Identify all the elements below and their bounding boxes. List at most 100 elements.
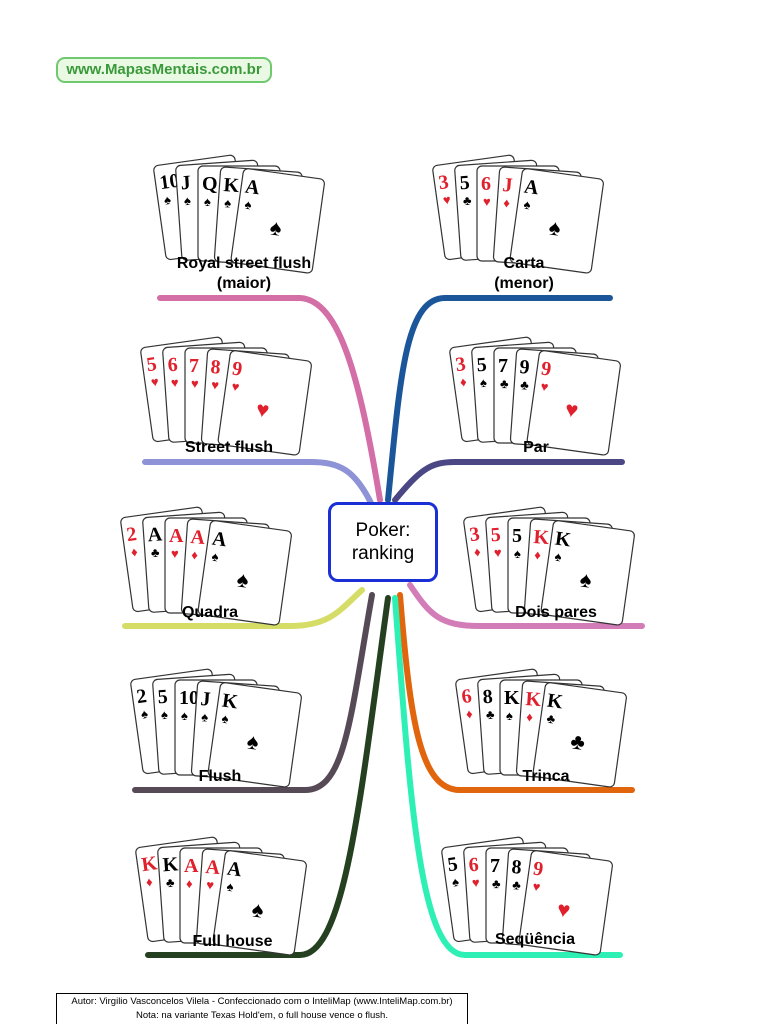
card-center-suit-icon: ♣: [569, 728, 587, 755]
card-suit-icon: ♦: [145, 874, 154, 890]
card-hands: 10♠J♠Q♠K♠A♠♠5♥6♥7♥8♥9♥♥2♦A♣A♥A♦A♠♠2♠5♠10…: [120, 154, 635, 956]
card-center-suit-icon: ♠: [578, 566, 593, 592]
label-flush[interactable]: Flush: [160, 767, 280, 787]
card-suit-icon: ♥: [150, 374, 160, 390]
card-rank: K: [525, 688, 542, 711]
label-par-line1: Par: [523, 439, 549, 456]
branch-line-sequencia: [392, 595, 623, 958]
card-rank: 8: [210, 356, 222, 379]
card-rank: A: [190, 526, 206, 549]
branch-line-quadra: [122, 587, 365, 629]
card-rank: K: [533, 526, 550, 549]
card-suit-icon: ♥: [211, 377, 220, 393]
card-face: [212, 850, 307, 956]
card-hand-carta: 3♥5♣6♥J♦A♠♠: [432, 154, 604, 274]
card-suit-icon: ♦: [186, 876, 193, 891]
card-rank: 3: [437, 171, 450, 194]
card-suit-icon: ♥: [206, 877, 215, 893]
card-rank: 8: [511, 856, 523, 879]
card-rank: 5: [490, 524, 502, 547]
card-center-suit-icon: ♥: [556, 896, 572, 923]
label-trinca-line1: Trinca: [522, 768, 570, 785]
card-rank: 9: [540, 358, 553, 381]
card-suit-icon: ♠: [221, 711, 230, 727]
label-royal-street-flush[interactable]: Royal street flush (maior): [154, 254, 334, 294]
card-hand-trinca: 6♦8♣K♠K♦K♣♣: [455, 668, 627, 788]
card-rank: A: [244, 176, 262, 200]
card-suit-icon: ♥: [231, 379, 241, 395]
card-face: [518, 850, 613, 956]
card-rank: 6: [460, 685, 473, 708]
label-quadra-line1: Quadra: [181, 604, 238, 621]
card-rank: 9: [519, 356, 531, 379]
branch-line-carta: [385, 295, 613, 503]
card-suit-icon: ♠: [201, 709, 209, 724]
label-par[interactable]: Par: [476, 438, 596, 458]
central-topic[interactable]: Poker: ranking: [328, 502, 438, 582]
label-street-flush[interactable]: Street flush: [154, 438, 304, 458]
label-dois-pares[interactable]: Dois pares: [486, 603, 626, 623]
card-rank: 5: [459, 172, 471, 195]
label-trinca[interactable]: Trinca: [486, 767, 606, 787]
card-suit-icon: ♣: [492, 876, 501, 891]
card-hand-par: 3♦5♠7♣9♣9♥♥: [449, 336, 621, 456]
card-rank: 10: [158, 170, 181, 195]
card-suit-icon: ♣: [485, 707, 495, 723]
card-suit-icon: ♠: [514, 546, 521, 561]
card-suit-icon: ♣: [546, 711, 557, 727]
card-hand-sequencia: 5♠6♥7♣8♣9♥♥: [441, 836, 613, 956]
label-quadra[interactable]: Quadra: [150, 603, 270, 623]
label-carta[interactable]: Carta (menor): [464, 254, 584, 294]
card-suit-icon: ♠: [479, 375, 487, 390]
card-rank: 6: [468, 854, 480, 877]
label-sequencia[interactable]: Seqüência: [470, 930, 600, 950]
card-suit-icon: ♥: [171, 546, 179, 561]
card-suit-icon: ♠: [163, 192, 172, 208]
label-royal-line1: Royal street flush: [176, 255, 312, 272]
card-rank: A: [226, 858, 244, 882]
card-hand-royal: 10♠J♠Q♠K♠A♠♠: [153, 154, 325, 274]
card-face: [230, 168, 325, 274]
branch-lines: [122, 295, 645, 958]
card-face: [540, 520, 635, 626]
card-suit-icon: ♦: [130, 544, 139, 560]
branch-line-street: [142, 459, 375, 508]
card-face: [197, 520, 292, 626]
card-rank: A: [169, 525, 184, 547]
playing-card: A♠♠: [509, 168, 604, 274]
card-center-suit-icon: ♠: [250, 896, 265, 922]
card-rank: 5: [446, 853, 459, 876]
card-suit-icon: ♣: [462, 193, 472, 209]
website-link[interactable]: www.MapasMentais.com.br: [56, 57, 272, 83]
card-rank: A: [205, 856, 221, 879]
card-rank: 7: [490, 855, 500, 877]
card-hand-quadra: 2♦A♣A♥A♦A♠♠: [120, 506, 292, 626]
card-suit-icon: ♦: [503, 195, 511, 210]
branch-line-doispares: [407, 582, 645, 629]
card-rank: K: [223, 174, 240, 197]
card-rank: 6: [481, 173, 491, 195]
card-center-suit-icon: ♠: [235, 566, 250, 592]
card-suit-icon: ♣: [512, 877, 522, 893]
card-rank: 5: [157, 686, 169, 709]
label-fullhouse-line1: Full house: [192, 933, 273, 950]
footer-author: Autor: Virgilio Vasconcelos Vilela - Con…: [71, 996, 453, 1007]
label-carta-line1: Carta: [503, 255, 545, 272]
card-rank: K: [504, 687, 520, 709]
card-face: [526, 350, 621, 456]
card-suit-icon: ♦: [459, 374, 468, 390]
card-center-suit-icon: ♠: [268, 214, 283, 240]
card-suit-icon: ♠: [506, 708, 513, 723]
label-full-house[interactable]: Full house: [160, 932, 305, 952]
label-street-line1: Street flush: [184, 439, 273, 456]
card-rank: J: [502, 174, 514, 197]
card-rank: 5: [145, 353, 158, 376]
card-rank: 5: [512, 525, 522, 547]
card-rank: A: [147, 523, 163, 546]
card-suit-icon: ♠: [140, 706, 149, 722]
card-face: [532, 682, 627, 788]
playing-card: K♣♣: [532, 682, 627, 788]
card-suit-icon: ♠: [224, 195, 232, 210]
card-suit-icon: ♠: [451, 874, 460, 890]
